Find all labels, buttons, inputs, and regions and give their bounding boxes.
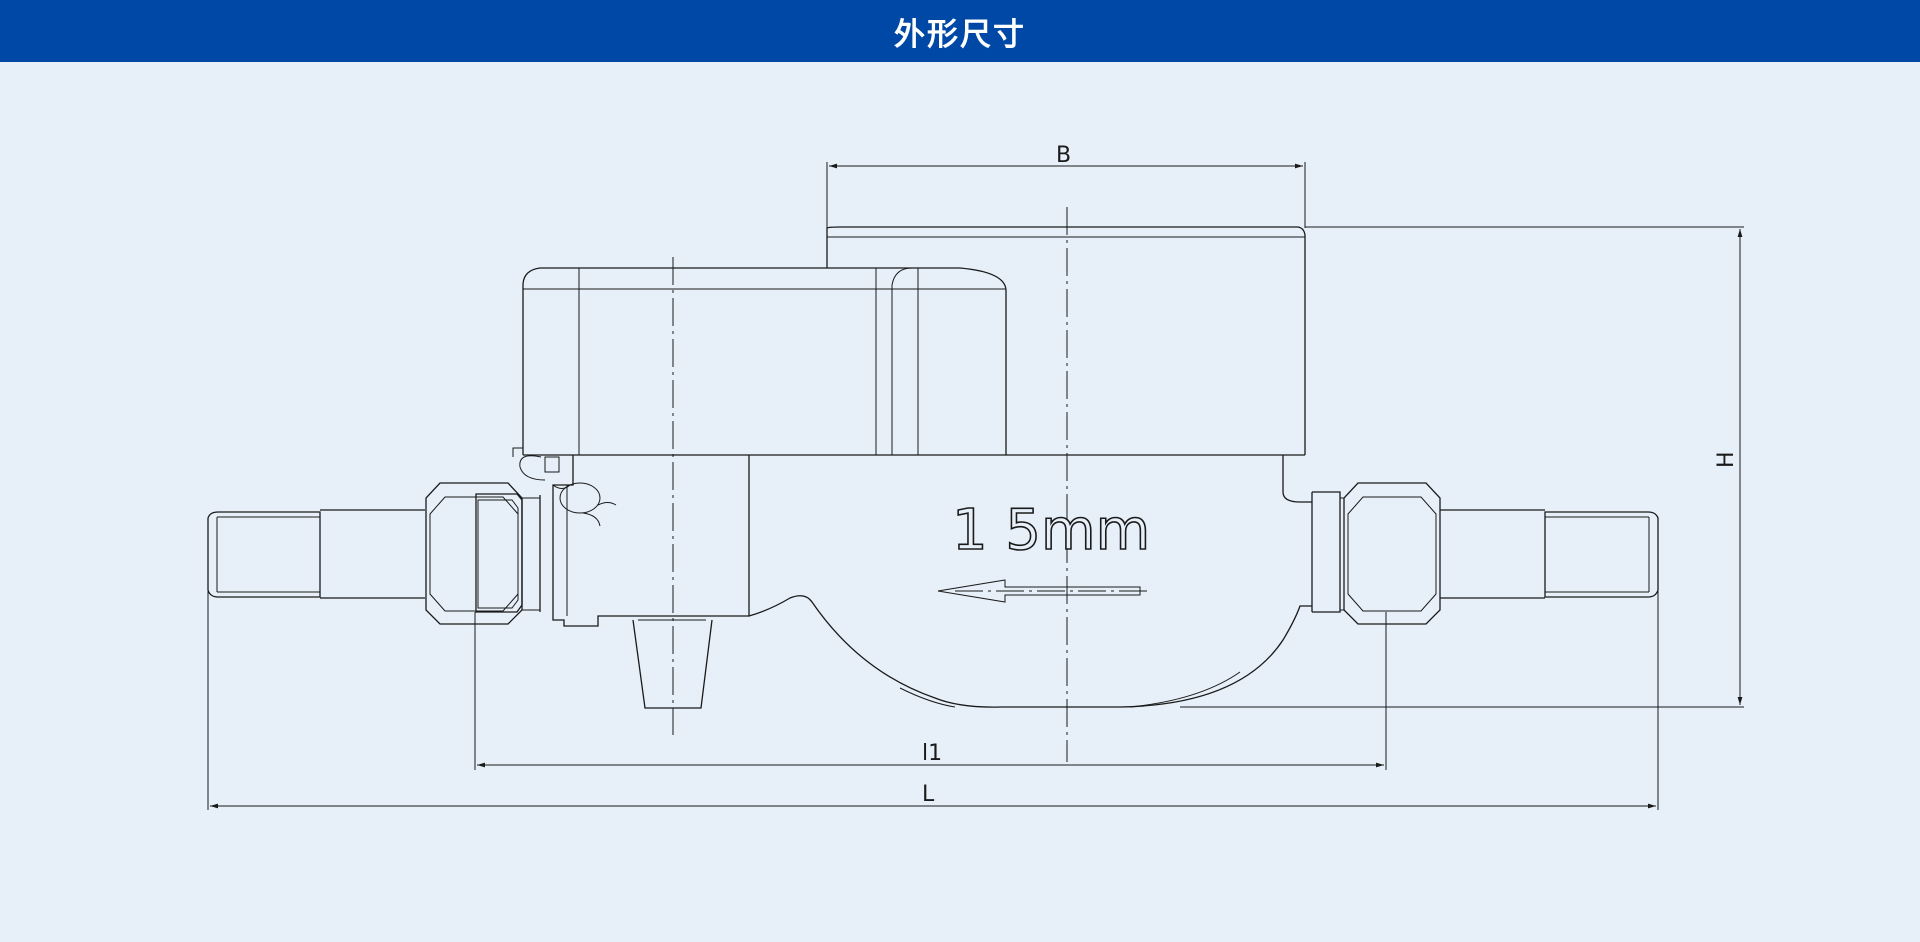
- dimension-B: B: [826, 143, 1306, 230]
- dimension-L: L: [207, 590, 1659, 810]
- dimension-B-label: B: [1056, 143, 1071, 168]
- dimension-L-label: L: [922, 782, 935, 807]
- dimension-l1: l1: [474, 612, 1387, 770]
- pipe-size-label: 1 5mm: [952, 498, 1150, 563]
- page-title: 外形尺寸: [894, 16, 1026, 53]
- dimension-H-label: H: [1714, 451, 1739, 468]
- left-arrow-icon: [937, 579, 1150, 603]
- meter-lid: [522, 267, 1305, 456]
- left-connector: [207, 482, 541, 625]
- meter-body-bowl: [748, 455, 1312, 708]
- page-header: 外形尺寸: [0, 0, 1920, 62]
- meter-body-left: [512, 447, 750, 709]
- dimension-l1-label: l1: [922, 741, 942, 766]
- dimension-H: H: [1180, 226, 1744, 708]
- right-connector: [1311, 482, 1659, 625]
- meter-register-cap: [826, 226, 1306, 455]
